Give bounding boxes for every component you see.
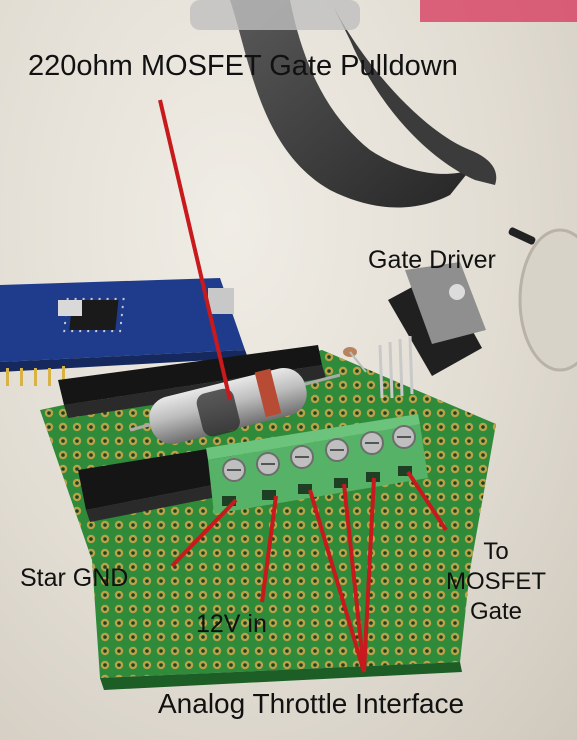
annotation-lines — [158, 99, 448, 673]
pliers — [190, 0, 497, 208]
star-gnd-label: Star GND — [20, 564, 129, 592]
to-mosfet-gate-line-1: To — [483, 538, 509, 565]
to-mosfet-gate-label: To MOSFET Gate — [440, 537, 552, 627]
gate-driver-label: Gate Driver — [368, 246, 496, 274]
gate-driver-ic — [343, 262, 486, 399]
mosfet-pulldown-label: 220ohm MOSFET Gate Pulldown — [28, 50, 458, 82]
arduino-nano — [0, 278, 248, 386]
to-mosfet-gate-line-3: Gate — [469, 598, 523, 625]
screw-terminal-blocks — [206, 414, 428, 514]
analog-throttle-label: Analog Throttle Interface — [158, 688, 465, 719]
pulldown-resistor — [129, 368, 341, 444]
red-object — [420, 0, 577, 22]
small-part — [508, 227, 536, 245]
twelve-v-in-label: 12V in — [196, 610, 267, 638]
glass-jar — [518, 228, 577, 372]
to-mosfet-gate-line-2: MOSFET — [446, 568, 546, 595]
